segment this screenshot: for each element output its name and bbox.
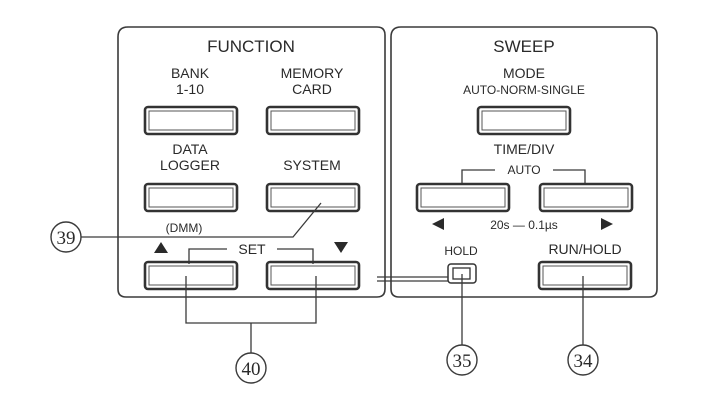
- function-panel: FUNCTION BANK 1-10 MEMORY CARD DATA LOGG…: [117, 26, 386, 298]
- callout-39: 39: [50, 202, 322, 253]
- data-label: DATA: [172, 141, 208, 157]
- data-logger-button[interactable]: [143, 182, 239, 213]
- memory-card-button[interactable]: [265, 105, 361, 136]
- sweep-title: SWEEP: [493, 37, 554, 56]
- mode-label: MODE: [503, 65, 545, 81]
- right-arrow-icon: [601, 218, 613, 230]
- time-div-label: TIME/DIV: [494, 141, 555, 157]
- run-hold-label: RUN/HOLD: [548, 241, 621, 257]
- card-label: CARD: [292, 81, 332, 97]
- set-bracket-left: [188, 248, 227, 264]
- system-button[interactable]: [265, 182, 361, 213]
- callout-34-number: 34: [574, 351, 594, 372]
- auto-label: AUTO: [507, 163, 540, 177]
- sweep-panel: SWEEP MODE AUTO-NORM-SINGLE TIME/DIV AUT…: [377, 26, 658, 298]
- set-label: SET: [238, 241, 266, 257]
- callout-35-number: 35: [453, 351, 472, 372]
- callout-39-number: 39: [57, 228, 76, 249]
- callout-35: 35: [446, 274, 478, 376]
- time-range-label: 20s — 0.1µs: [490, 218, 558, 232]
- bank-label: BANK: [171, 65, 210, 81]
- memory-label: MEMORY: [281, 65, 344, 81]
- left-arrow-icon: [432, 218, 444, 230]
- callout-40-number: 40: [242, 359, 261, 380]
- set-up-button[interactable]: [143, 260, 239, 291]
- callout-40: 40: [185, 276, 317, 384]
- logger-label: LOGGER: [160, 157, 220, 173]
- mode-button[interactable]: [476, 105, 572, 136]
- set-down-button[interactable]: [265, 260, 361, 291]
- bank-range-label: 1-10: [176, 81, 204, 97]
- system-label: SYSTEM: [283, 157, 341, 173]
- hold-label: HOLD: [444, 244, 478, 258]
- dmm-label: (DMM): [166, 221, 203, 235]
- auto-bracket-right: [553, 169, 586, 184]
- callout-39-leader: [81, 202, 322, 238]
- callout-40-leader: [185, 276, 317, 353]
- set-bracket-right: [277, 248, 314, 264]
- bank-button[interactable]: [143, 105, 239, 136]
- auto-bracket-left: [461, 169, 495, 184]
- time-div-right-button[interactable]: [538, 182, 634, 213]
- down-arrow-icon: [334, 242, 348, 253]
- up-arrow-icon: [154, 242, 168, 253]
- mode-options-label: AUTO-NORM-SINGLE: [463, 83, 585, 97]
- callout-34: 34: [567, 276, 599, 376]
- function-title: FUNCTION: [207, 37, 295, 56]
- time-div-left-button[interactable]: [415, 182, 511, 213]
- hold-connector: [377, 276, 448, 282]
- run-hold-button[interactable]: [537, 260, 633, 291]
